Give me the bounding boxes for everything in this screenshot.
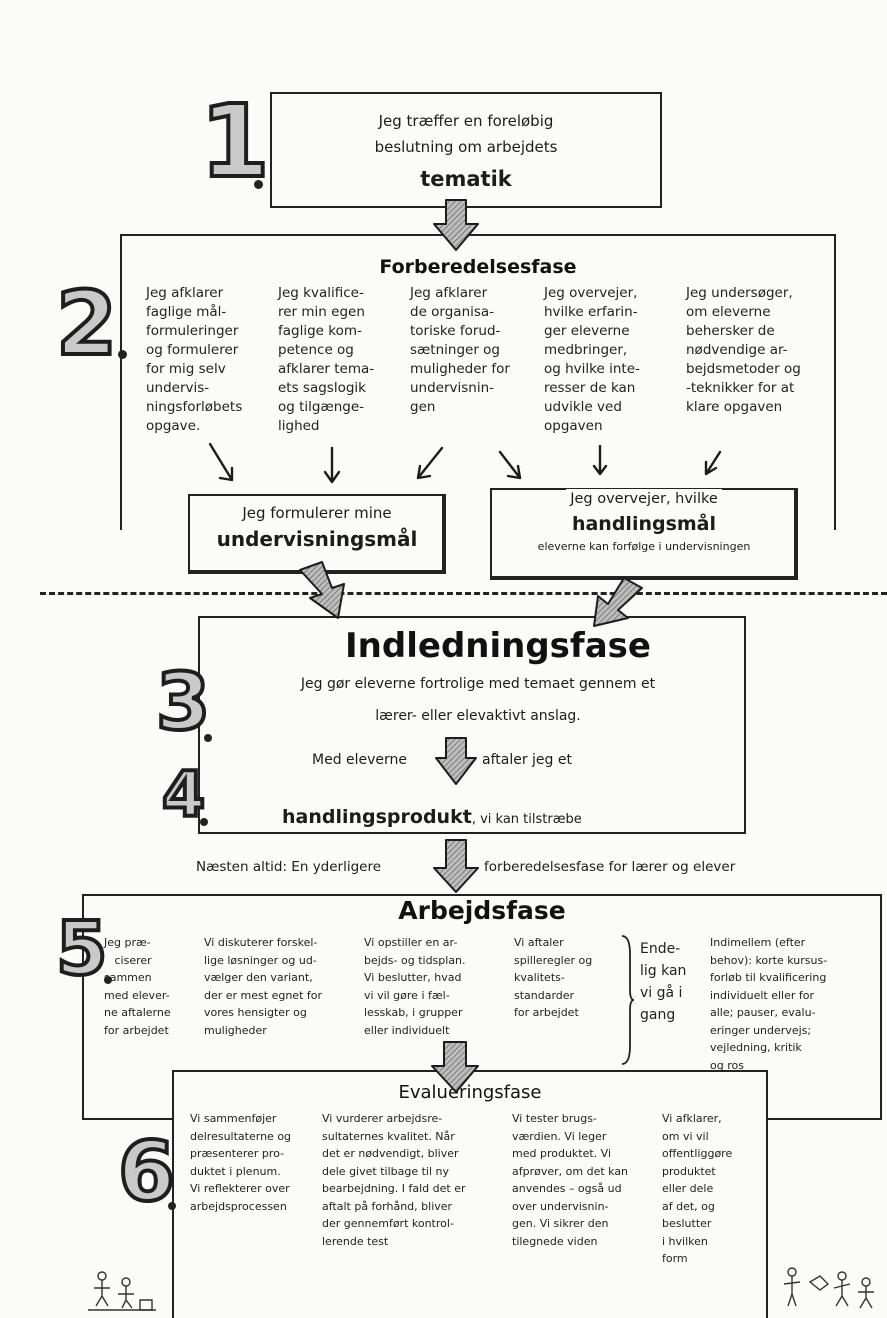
teaching-goals-emph: undervisningsmål xyxy=(216,527,418,551)
work-brace xyxy=(621,935,635,1065)
work-column-1: Jeg præ- ciserer sammen med elever- ne a… xyxy=(104,936,171,1037)
step-number-1-dot xyxy=(254,180,263,189)
intro-product: handlingsprodukt, vi kan tilstræbe xyxy=(282,806,582,828)
phase-divider xyxy=(40,592,887,595)
work-title: Arbejdsfase xyxy=(398,896,566,925)
prep-frame xyxy=(120,234,836,530)
action-goals-emph: handlingsmål xyxy=(571,513,717,535)
arrow-goals-to-intro xyxy=(299,561,345,619)
intro-with-right: aftaler jeg et xyxy=(482,752,572,768)
step1-line1: Jeg træffer en foreløbig xyxy=(378,112,554,130)
intro-line1: Jeg gør eleverne fortrolige med temaet g… xyxy=(300,676,656,692)
step1-emph: tematik xyxy=(420,167,512,191)
arrow-action-to-intro xyxy=(593,577,643,627)
intro-with-left: Med eleverne xyxy=(312,752,408,768)
intro-product-rest: , vi kan tilstræbe xyxy=(471,812,582,827)
step1-text: Jeg træffer en foreløbig beslutning om a… xyxy=(270,108,662,192)
action-goals-text: Jeg overvejer, hvilke handlingsmål eleve… xyxy=(490,488,798,555)
prep-column-4: Jeg overvejer, hvilke erfarin- ger eleve… xyxy=(544,285,640,434)
step-number-5: 5 xyxy=(54,906,109,992)
prep-column-2: Jeg kvalifice- rer min egen faglige kom-… xyxy=(278,285,375,434)
people-sketch-left-icon xyxy=(88,1271,156,1311)
teaching-goals-text: Jeg formulerer mine undervisningsmål xyxy=(188,502,446,554)
work-column-2: Vi diskuterer forskel- lige løsninger og… xyxy=(204,936,323,1037)
step-number-5-dot xyxy=(104,976,112,984)
arrow-work-to-eval xyxy=(431,1041,479,1093)
work-column-4: Vi aftaler spilleregler og kvalitets- st… xyxy=(514,936,593,1019)
intro-frame xyxy=(198,616,746,834)
arrow-step1-to-prep xyxy=(433,199,479,251)
eval-title: Evalueringsfase xyxy=(398,1082,542,1103)
work-meanwhile: Indimellem (efter behov): korte kursus- … xyxy=(710,936,828,1072)
eval-column-3: Vi tester brugs- værdien. Vi leger med p… xyxy=(512,1112,629,1248)
arrow-intro-middle xyxy=(435,737,477,785)
step-number-6: 6 xyxy=(116,1125,177,1220)
eval-column-2: Vi vurderer arbejdsre- sultaternes kvali… xyxy=(322,1112,466,1248)
action-goals-line2: eleverne kan forfølge i undervisningen xyxy=(537,540,751,553)
arrow-intro-to-work xyxy=(433,839,479,893)
step-number-3: 3 xyxy=(154,658,212,748)
prep-column-5: Jeg undersøger, om eleverne behersker de… xyxy=(686,285,801,415)
step1-line2: beslutning om arbejdets xyxy=(374,138,558,156)
intro-line2: lærer- eller elevaktivt anslag. xyxy=(375,708,581,724)
teaching-goals-line1: Jeg formulerer mine xyxy=(242,504,392,522)
between-left: Næsten altid: En yderligere xyxy=(196,859,382,875)
step-number-4: 4 xyxy=(160,758,207,831)
prep-column-1: Jeg afklarer faglige mål- formuleringer … xyxy=(146,285,243,434)
people-sketch-right-icon xyxy=(783,1267,874,1309)
between-right: forberedelsesfase for lærer og elever xyxy=(484,859,736,875)
step-number-4-dot xyxy=(200,818,208,826)
step-number-2-dot xyxy=(118,350,127,359)
intro-title: Indledningsfase xyxy=(345,626,651,666)
intro-product-emph: handlingsprodukt xyxy=(282,806,472,828)
action-goals-line1: Jeg overvejer, hvilke xyxy=(566,489,722,509)
work-start: Ende- lig kan vi gå i gang xyxy=(640,941,687,1023)
work-column-3: Vi opstiller en ar- bejds- og tidsplan. … xyxy=(364,936,466,1037)
eval-column-4: Vi afklarer, om vi vil offentliggøre pro… xyxy=(662,1112,733,1265)
eval-column-1: Vi sammenføjer delresultaterne og præsen… xyxy=(190,1112,292,1213)
step-number-6-dot xyxy=(168,1202,176,1210)
eval-frame xyxy=(172,1070,768,1318)
step-number-2: 2 xyxy=(54,272,119,375)
step-number-3-dot xyxy=(204,734,212,742)
step-number-1: 1 xyxy=(198,83,272,200)
prep-title: Forberedelsesfase xyxy=(379,256,577,278)
prep-column-3: Jeg afklarer de organisa- toriske forud-… xyxy=(410,285,510,415)
